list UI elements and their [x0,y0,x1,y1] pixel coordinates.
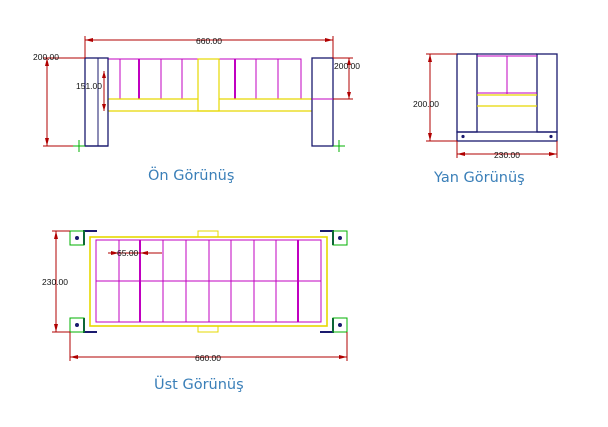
top-width-dimension [69,332,348,361]
front-width-label: 660.00 [196,36,222,46]
front-height-dimension-left [43,57,85,147]
top-spacing-dimension [108,251,162,255]
side-panels [477,55,537,94]
side-bolt-right [549,134,553,139]
top-panel-grid [95,239,322,323]
top-spacing-label: 65.00 [117,248,139,258]
front-panels-right [218,58,302,100]
top-depth-dimension [52,230,70,333]
side-base [456,131,558,142]
side-bolt-left [461,134,465,139]
side-height-label: 200.00 [413,99,439,109]
side-width-label: 230.00 [494,150,520,160]
top-view: 65.00 [42,230,348,393]
top-outer-rail [89,236,328,327]
front-left-leg [84,57,109,147]
front-view-title: Ön Görünüş [148,166,234,184]
front-width-dimension [84,36,334,58]
front-inner-label: 151.00 [76,81,102,91]
front-view: 660.00 200.00 151.00 200.00 Ön Görünüş [33,36,360,184]
side-view: 200.00 230.00 Yan Görünüş [413,53,558,186]
top-foot-top-left [69,230,85,246]
side-height-dimension [426,53,457,142]
front-height-dimension-right [333,57,353,100]
front-height-right-label: 200.00 [334,61,360,71]
front-rails [107,58,312,112]
top-view-title: Üst Görünüş [154,375,244,393]
front-panels-left [107,58,199,100]
front-right-leg [311,57,334,147]
top-foot-top-right [332,230,348,246]
front-base-marker-left [73,140,85,152]
front-inner-dimension [102,71,106,111]
side-view-title: Yan Görünüş [433,170,525,186]
top-foot-bottom-left [69,317,85,333]
front-base-marker-right [333,140,345,152]
top-width-label: 660.00 [195,353,221,363]
top-depth-label: 230.00 [42,277,68,287]
side-rails [477,94,537,107]
side-width-dimension [456,141,558,158]
top-foot-bottom-right [332,317,348,333]
front-height-left-label: 200.00 [33,52,59,62]
top-center-tabs [197,230,219,333]
